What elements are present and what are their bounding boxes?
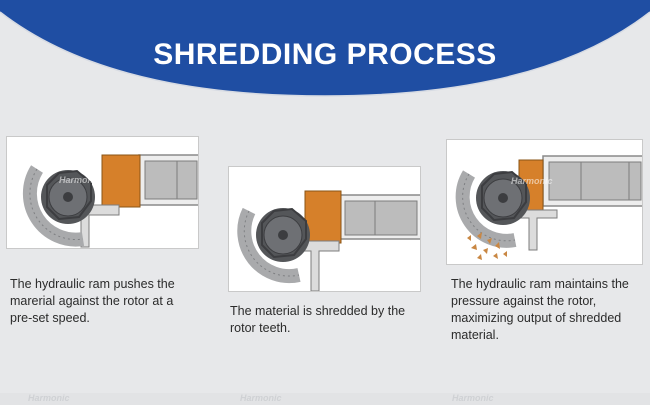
diagram-panel-3: Harmonic xyxy=(446,139,643,265)
caption-line: material. xyxy=(451,328,499,342)
watermark-2: Harmonic xyxy=(259,171,301,181)
caption-line: The hydraulic ram pushes the xyxy=(10,277,175,291)
shredded-chips xyxy=(467,232,507,260)
shredder-diagram-3 xyxy=(455,155,642,260)
page-title: SHREDDING PROCESS xyxy=(153,38,497,71)
diagram-panel-1: Harmonic xyxy=(6,136,199,249)
caption-line: The hydraulic ram maintains the xyxy=(451,277,629,291)
shredder-diagram-2 xyxy=(237,190,420,291)
caption-step-3: The hydraulic ram maintains the pressure… xyxy=(451,276,629,344)
footer-strip xyxy=(0,393,650,405)
caption-line: pressure against the rotor, xyxy=(451,294,597,308)
footer-watermark-1: Harmonic xyxy=(28,393,70,403)
diagram-panel-2: Harmonic xyxy=(228,166,421,292)
caption-line: maximizing output of shredded xyxy=(451,311,622,325)
watermark-1: Harmonic xyxy=(59,175,101,185)
caption-line: marerial against the rotor at a xyxy=(10,294,174,308)
caption-line: The material is shredded by the xyxy=(230,304,406,318)
shredder-diagram-1 xyxy=(22,154,198,248)
caption-step-1: The hydraulic ram pushes the marerial ag… xyxy=(10,276,175,327)
footer-watermark-2: Harmonic xyxy=(240,393,282,403)
caption-line: pre-set speed. xyxy=(10,311,90,325)
title-banner xyxy=(0,0,650,97)
footer-watermark-3: Harmonic xyxy=(452,393,494,403)
caption-line: rotor teeth. xyxy=(230,321,291,335)
watermark-3: Harmonic xyxy=(511,176,553,186)
caption-step-2: The material is shredded by the rotor te… xyxy=(230,303,405,337)
